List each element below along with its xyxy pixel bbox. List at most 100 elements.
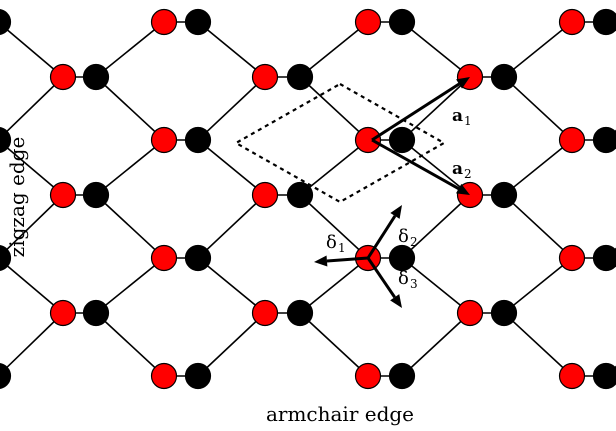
lattice-bond [197,76,266,141]
atom-sublattice-b [184,244,212,272]
lattice-bond [503,257,573,314]
atom-sublattice-b [388,244,416,272]
atom-sublattice-b [184,126,212,154]
atom-sublattice-a [49,181,77,209]
atom-sublattice-b [82,63,110,91]
atom-sublattice-a [251,63,279,91]
atom-sublattice-b [592,362,616,390]
atom-sublattice-a [251,299,279,327]
lattice-bond [401,76,471,141]
lattice-bond [95,194,165,259]
atom-sublattice-b [0,127,12,153]
lattice-bond [299,76,369,141]
lattice-bond [197,21,266,78]
atom-sublattice-a [150,8,178,36]
lattice-vectors [314,77,470,308]
lattice-bond [197,194,266,259]
atom-sublattice-a [49,299,77,327]
lattice-bonds [0,21,616,377]
delta2-vector [366,205,402,259]
atom-sublattice-a [558,362,586,390]
atom-sublattice-a [251,181,279,209]
lattice-bond [503,21,573,78]
delta3-label-subscript: 3 [410,277,418,291]
zigzag-edge-label: zigzag edge [5,137,29,258]
delta1-label-subscript: 1 [338,241,346,255]
lattice-bond [0,140,64,196]
atom-sublattice-b [388,8,416,36]
atom-sublattice-a [558,126,586,154]
atom-sublattice-a [150,362,178,390]
atom-sublattice-b [388,126,416,154]
atom-sublattice-a [354,126,382,154]
atom-sublattice-a [456,299,484,327]
atom-sublattice-b [286,181,314,209]
delta3-vector [366,257,402,308]
atom-sublattice-b [184,8,212,36]
lattice-bond [299,139,369,196]
atom-sublattice-b [0,9,12,35]
atom-sublattice-b [82,299,110,327]
delta2-label-subscript: 2 [410,235,418,249]
a2-label: a [452,159,463,179]
lattice-bond [197,139,266,196]
lattice-bond [401,139,471,196]
atom-sublattice-b [490,299,518,327]
atom-sublattice-b [490,181,518,209]
lattice-bond [503,194,573,259]
lattice-bond [0,76,64,140]
delta3-label: δ [398,268,409,289]
atom-sublattice-b [286,299,314,327]
lattice-bond [197,312,266,377]
lattice-bond [401,257,471,314]
lattice-bond [0,22,64,78]
atom-sublattice-b [184,362,212,390]
lattice-atoms [0,8,616,390]
a1-label-subscript: 1 [464,114,472,128]
atom-sublattice-a [558,8,586,36]
a2-label-subscript: 2 [464,167,472,181]
atom-sublattice-b [0,245,12,271]
lattice-bond [95,139,165,196]
lattice-bond [0,258,64,314]
atom-sublattice-a [354,362,382,390]
delta2-label: δ [398,226,409,247]
atom-sublattice-b [286,63,314,91]
atom-sublattice-b [592,244,616,272]
lattice-bond [503,76,573,141]
lattice-bond [95,312,165,377]
atom-sublattice-a [49,63,77,91]
a2-vector [371,138,470,195]
atom-sublattice-b [490,63,518,91]
atom-sublattice-a [354,8,382,36]
lattice-bond [299,194,369,259]
atom-sublattice-b [592,126,616,154]
lattice-bond [401,312,471,377]
atom-sublattice-b [0,363,12,389]
atom-sublattice-b [82,181,110,209]
armchair-edge-label: armchair edge [266,402,414,426]
atom-sublattice-b [388,362,416,390]
delta1-vector [314,255,369,267]
delta1-label: δ [326,232,337,253]
lattice-bond [299,312,369,377]
lattice-bond [401,194,471,259]
lattice-bond [95,76,165,141]
lattice-bond [401,21,471,78]
lattice-bond [503,139,573,196]
lattice-bond [299,257,369,314]
a1-label: a [452,106,463,126]
atom-sublattice-a [558,244,586,272]
atom-sublattice-a [150,244,178,272]
lattice-bond [95,21,165,78]
lattice-bond [299,21,369,78]
lattice-bond [503,312,573,377]
lattice-bond [197,257,266,314]
a1-vector [371,77,470,142]
atom-sublattice-b [592,8,616,36]
lattice-bond [0,312,64,376]
lattice-bond [0,194,64,258]
atom-sublattice-a [150,126,178,154]
lattice-bond [95,257,165,314]
